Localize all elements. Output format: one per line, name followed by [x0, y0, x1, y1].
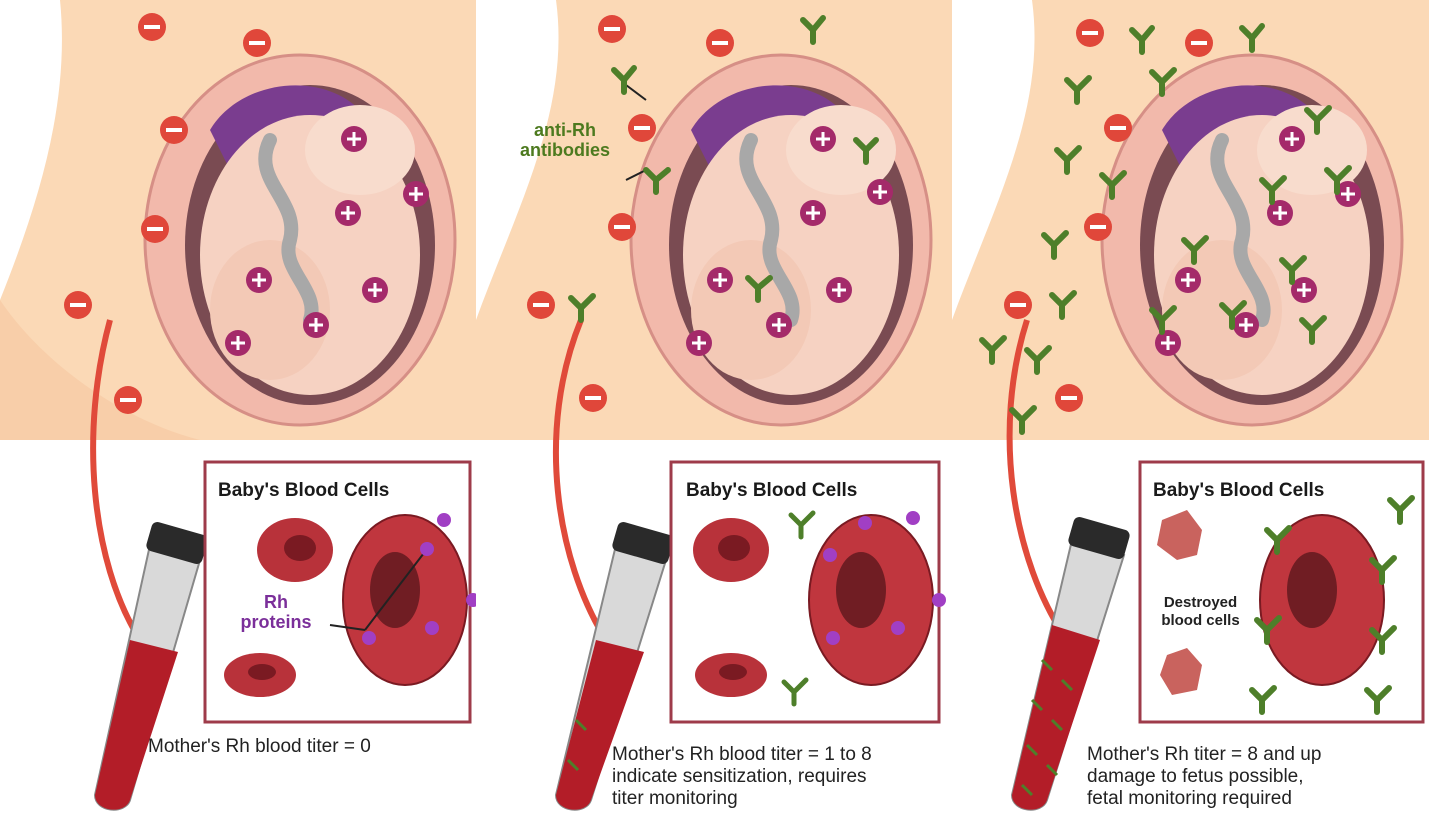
- minus-circle-icon: [243, 29, 271, 57]
- minus-circle-icon: [1004, 291, 1032, 319]
- minus-circle-icon: [628, 114, 656, 142]
- plus-circle-icon: [1175, 267, 1201, 293]
- plus-circle-icon: [246, 267, 272, 293]
- panel-2-caption: Mother's Rh blood titer = 1 to 8 indicat…: [612, 744, 962, 810]
- minus-circle-icon: [1104, 114, 1132, 142]
- minus-circle-icon: [706, 29, 734, 57]
- minus-circle-icon: [527, 291, 555, 319]
- minus-circle-icon: [114, 386, 142, 414]
- minus-circle-icon: [1084, 213, 1112, 241]
- plus-circle-icon: [1279, 126, 1305, 152]
- plus-circle-icon: [225, 330, 251, 356]
- minus-circle-icon: [608, 213, 636, 241]
- plus-circle-icon: [1155, 330, 1181, 356]
- panel-3-destroyed-blood-cells-label: Destroyed blood cells: [1148, 594, 1253, 630]
- plus-circle-icon: [420, 542, 434, 556]
- plus-circle-icon: [891, 621, 905, 635]
- plus-circle-icon: [906, 511, 920, 525]
- panel-2-anti-rh-antibodies-label: anti-Rh antibodies: [500, 120, 630, 160]
- plus-circle-icon: [403, 181, 429, 207]
- plus-circle-icon: [858, 516, 872, 530]
- minus-circle-icon: [1185, 29, 1213, 57]
- panel-3-caption: Mother's Rh titer = 8 and up damage to f…: [1087, 744, 1417, 810]
- plus-circle-icon: [437, 513, 451, 527]
- plus-circle-icon: [425, 621, 439, 635]
- panel-1-illustration: [0, 0, 476, 823]
- minus-circle-icon: [141, 215, 169, 243]
- plus-circle-icon: [810, 126, 836, 152]
- plus-circle-icon: [823, 548, 837, 562]
- minus-circle-icon: [598, 15, 626, 43]
- panel-3-illustration: [952, 0, 1429, 823]
- plus-circle-icon: [1233, 312, 1259, 338]
- plus-circle-icon: [826, 277, 852, 303]
- panel-1-caption: Mother's Rh blood titer = 0: [148, 736, 468, 758]
- plus-circle-icon: [766, 312, 792, 338]
- plus-circle-icon: [826, 631, 840, 645]
- minus-circle-icon: [579, 384, 607, 412]
- plus-circle-icon: [867, 179, 893, 205]
- minus-circle-icon: [64, 291, 92, 319]
- plus-circle-icon: [686, 330, 712, 356]
- panel-1-rh-proteins-label: Rh proteins: [226, 592, 326, 632]
- minus-circle-icon: [1076, 19, 1104, 47]
- plus-circle-icon: [707, 267, 733, 293]
- plus-circle-icon: [362, 631, 376, 645]
- minus-circle-icon: [1055, 384, 1083, 412]
- minus-circle-icon: [138, 13, 166, 41]
- panel-1-box-title: Baby's Blood Cells: [218, 480, 389, 502]
- plus-circle-icon: [341, 126, 367, 152]
- panel-3-box-title: Baby's Blood Cells: [1153, 480, 1324, 502]
- panel-2-box-title: Baby's Blood Cells: [686, 480, 857, 502]
- plus-circle-icon: [932, 593, 946, 607]
- test-tube: [95, 521, 209, 810]
- plus-circle-icon: [335, 200, 361, 226]
- minus-circle-icon: [160, 116, 188, 144]
- plus-circle-icon: [800, 200, 826, 226]
- plus-circle-icon: [303, 312, 329, 338]
- plus-circle-icon: [362, 277, 388, 303]
